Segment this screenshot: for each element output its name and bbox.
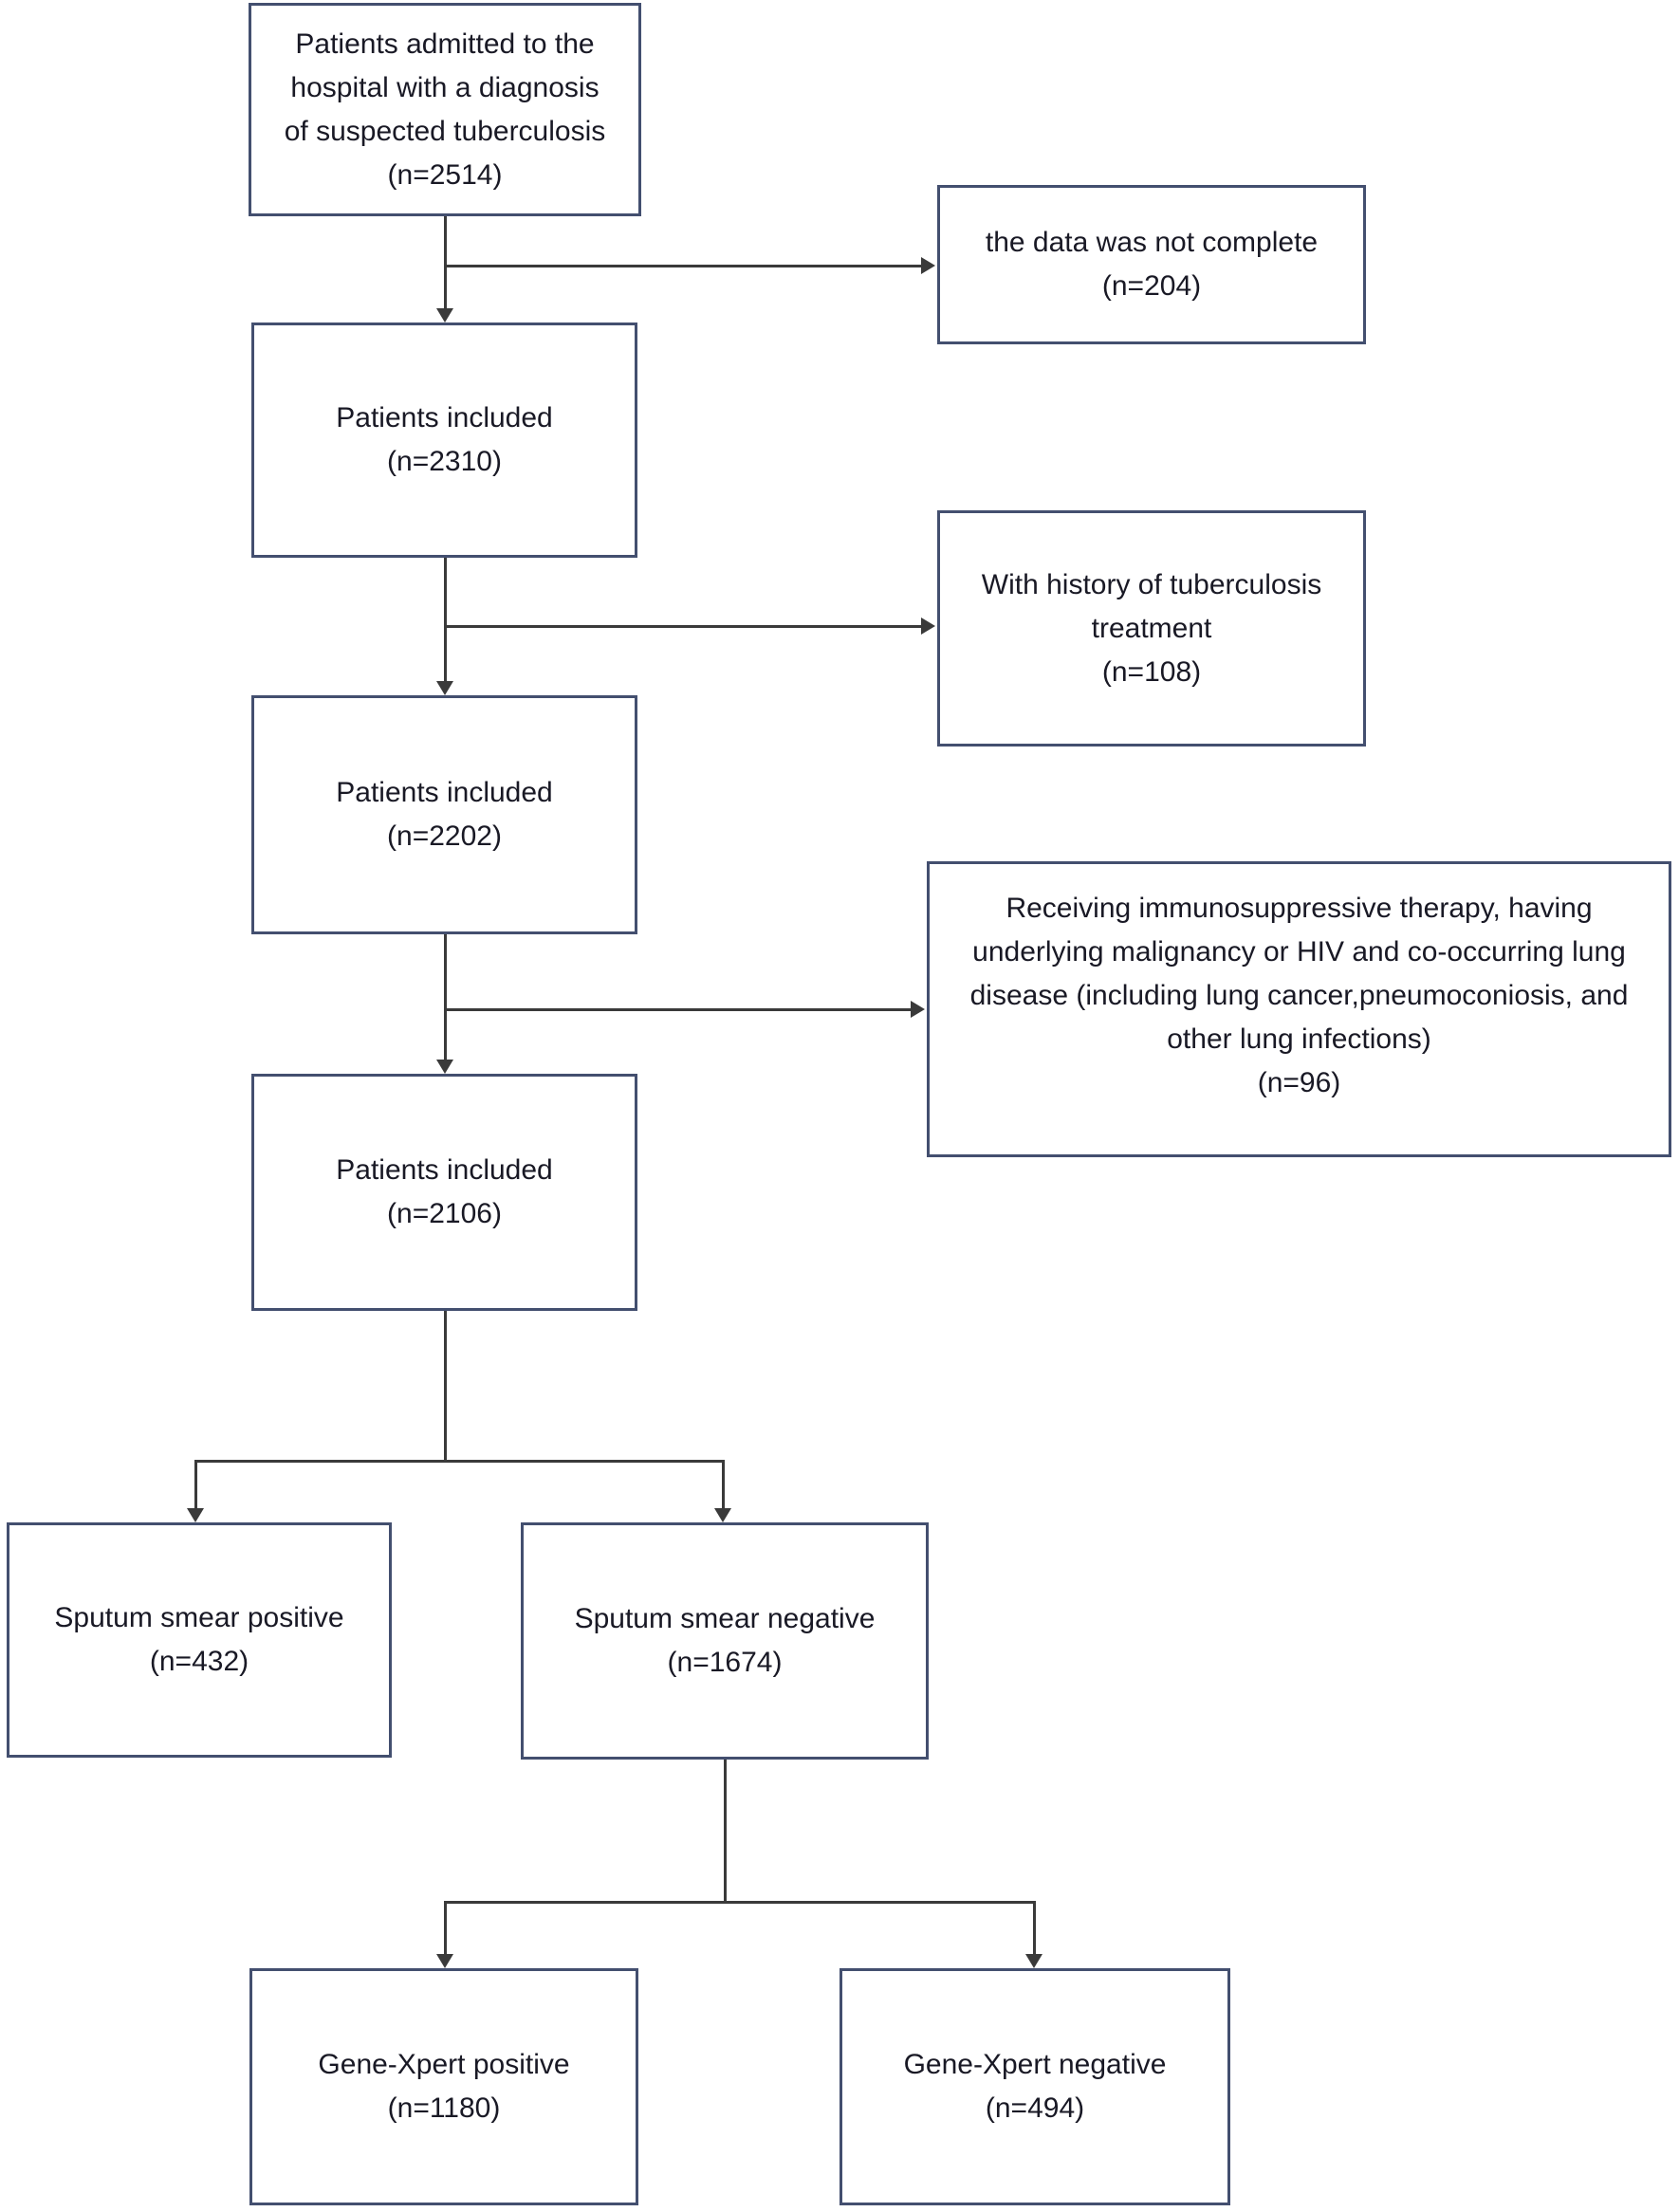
box-patients-included-2310: Patients included (n=2310) [251, 323, 637, 558]
arrowhead-right-excluded-comorbid [911, 1001, 925, 1018]
box-gene-xpert-negative: Gene-Xpert negative (n=494) [840, 1968, 1230, 2205]
box-label: Gene-Xpert positive [318, 2049, 570, 2080]
box-count: (n=1180) [387, 2092, 501, 2124]
box-count: (n=432) [149, 1646, 249, 1677]
box-patients-included-2106: Patients included (n=2106) [251, 1074, 637, 1311]
arrowhead-down-xpert-positive [436, 1954, 453, 1968]
connector-branch-excluded-incomplete [444, 265, 923, 267]
box-count: (n=494) [985, 2092, 1085, 2124]
box-count: (n=2514) [387, 158, 503, 191]
connector-xpert-split-bar [444, 1901, 1035, 1904]
connector-included2-to-included3 [444, 934, 447, 1062]
connector-drop-xpert-negative [1033, 1901, 1036, 1957]
box-label: Sputum smear negative [574, 1603, 876, 1634]
box-sputum-smear-positive: Sputum smear positive (n=432) [7, 1522, 392, 1758]
box-label: With history of tuberculosis treatment [981, 568, 1322, 644]
box-label: Gene-Xpert negative [903, 2049, 1167, 2080]
arrowhead-down-included1 [436, 308, 453, 323]
box-count: (n=2202) [387, 820, 502, 852]
box-patients-included-2202: Patients included (n=2202) [251, 695, 637, 934]
arrowhead-down-smear-positive [187, 1508, 204, 1522]
arrowhead-down-included2 [436, 681, 453, 695]
connector-included1-to-included2 [444, 558, 447, 684]
box-patients-admitted: Patients admitted to the hospital with a… [249, 3, 641, 216]
arrowhead-right-excluded-history [921, 618, 935, 635]
box-count: (n=204) [1101, 270, 1202, 302]
connector-smear-negative-stem [724, 1760, 727, 1902]
connector-branch-excluded-comorbid [444, 1008, 913, 1011]
arrowhead-down-included3 [436, 1060, 453, 1074]
box-label: Sputum smear positive [54, 1602, 344, 1633]
box-label: Patients included [336, 1154, 553, 1186]
arrowhead-right-excluded-incomplete [921, 257, 935, 274]
box-label: Patients included [336, 402, 553, 433]
box-count: (n=108) [1101, 655, 1202, 688]
connector-smear-split-bar [194, 1460, 724, 1463]
connector-drop-smear-negative [722, 1460, 725, 1511]
box-count: (n=96) [1257, 1067, 1341, 1098]
box-excluded-data-not-complete: the data was not complete (n=204) [937, 185, 1366, 344]
box-label: the data was not complete [985, 227, 1319, 258]
box-label: Receiving immunosuppressive therapy, hav… [969, 893, 1629, 1055]
connector-included3-stem [444, 1311, 447, 1461]
arrowhead-down-smear-negative [714, 1508, 731, 1522]
arrowhead-down-xpert-negative [1025, 1954, 1042, 1968]
box-gene-xpert-positive: Gene-Xpert positive (n=1180) [249, 1968, 638, 2205]
connector-admitted-to-included1 [444, 216, 447, 311]
box-label: Patients included [336, 777, 553, 808]
box-sputum-smear-negative: Sputum smear negative (n=1674) [521, 1522, 929, 1760]
box-excluded-tb-history: With history of tuberculosis treatment (… [937, 510, 1366, 747]
box-excluded-comorbidities: Receiving immunosuppressive therapy, hav… [927, 861, 1671, 1157]
box-count: (n=2310) [387, 446, 502, 477]
connector-drop-xpert-positive [444, 1901, 447, 1957]
box-count: (n=1674) [667, 1647, 783, 1678]
connector-branch-excluded-history [444, 625, 923, 628]
box-count: (n=2106) [387, 1198, 502, 1229]
connector-drop-smear-positive [194, 1460, 197, 1511]
box-label: Patients admitted to the hospital with a… [284, 28, 606, 147]
